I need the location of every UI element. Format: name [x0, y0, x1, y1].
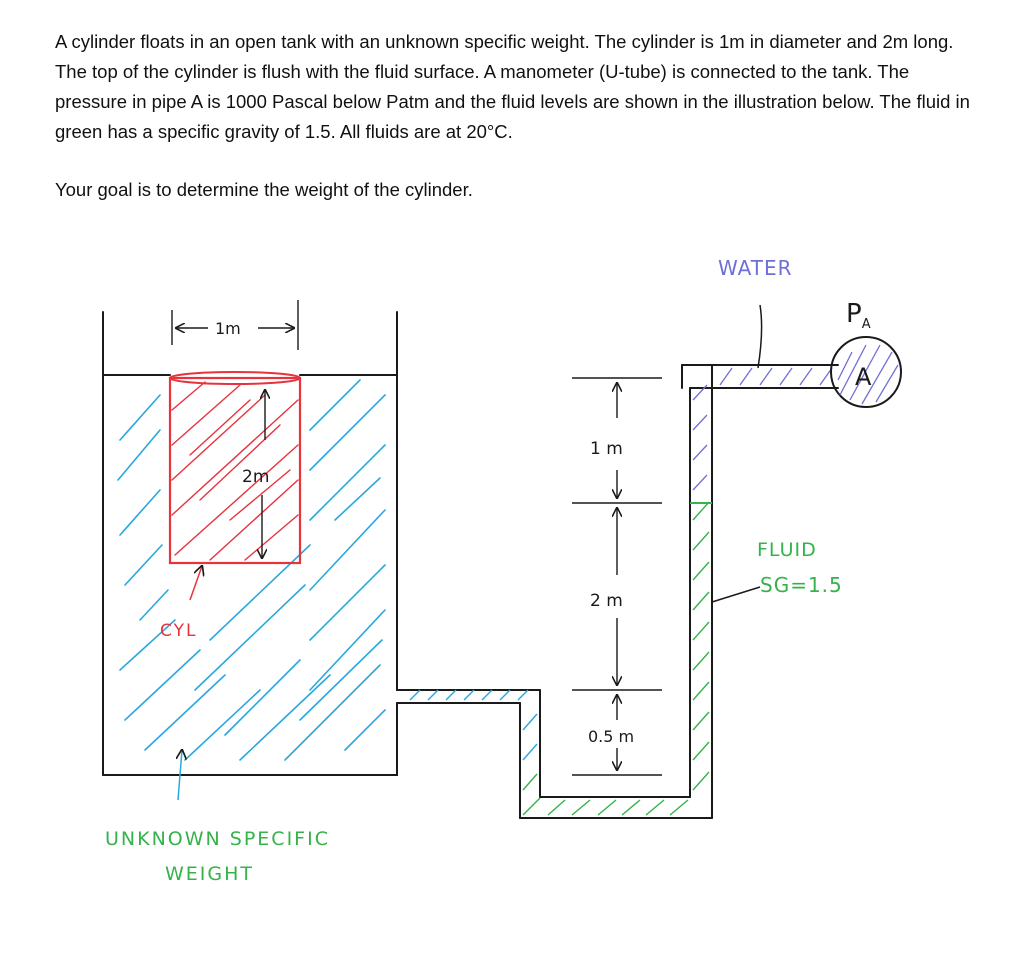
- cylinder-hatching: [171, 381, 299, 561]
- label-water: WATER: [718, 256, 793, 280]
- height-dimensions: [572, 377, 662, 776]
- water-hatching: [692, 367, 833, 491]
- problem-statement: A cylinder floats in an open tank with a…: [55, 27, 985, 205]
- problem-paragraph: A cylinder floats in an open tank with a…: [55, 31, 970, 142]
- label-cylinder: CYL: [160, 621, 197, 641]
- label-dim-1m: 1 m: [590, 439, 623, 459]
- label-cylinder-length: 2m: [242, 467, 269, 487]
- label-pipe-a: A: [855, 363, 872, 391]
- label-fluid-line2: SG=1.5: [760, 573, 843, 597]
- label-pressure-p: P: [846, 299, 862, 329]
- manometer-fluid-hatching: [522, 501, 712, 816]
- label-pressure-subscript: A: [862, 317, 871, 332]
- tank: [102, 311, 398, 776]
- pipe-a: [830, 336, 902, 408]
- label-dim-2m: 2 m: [590, 591, 623, 611]
- problem-goal: Your goal is to determine the weight of …: [55, 179, 473, 200]
- label-unknown-line2: WEIGHT: [165, 863, 254, 885]
- cylinder-top-ellipse: [169, 371, 301, 385]
- connector-hatching: [409, 689, 538, 761]
- unknown-fluid-hatching: [117, 379, 386, 761]
- label-pressure-symbol: PA: [846, 299, 871, 332]
- label-unknown-line1: UNKNOWN SPECIFIC: [105, 828, 330, 850]
- unknown-pointer-arrow: [178, 750, 182, 801]
- label-fluid-line1: FLUID: [757, 539, 817, 561]
- cylinder-body: [168, 376, 302, 565]
- manometer: [396, 364, 839, 819]
- cylinder-dimensions: [171, 300, 299, 558]
- water-pointer: [757, 304, 763, 369]
- fluid-pointer: [711, 586, 761, 603]
- pipe-a-circle: [830, 336, 902, 408]
- tank-bottom: [102, 702, 398, 776]
- label-dim-05m: 0.5 m: [588, 727, 634, 746]
- cylinder: [168, 371, 302, 565]
- label-cylinder-diameter: 1m: [215, 319, 241, 338]
- cyl-pointer-arrow: [189, 566, 202, 601]
